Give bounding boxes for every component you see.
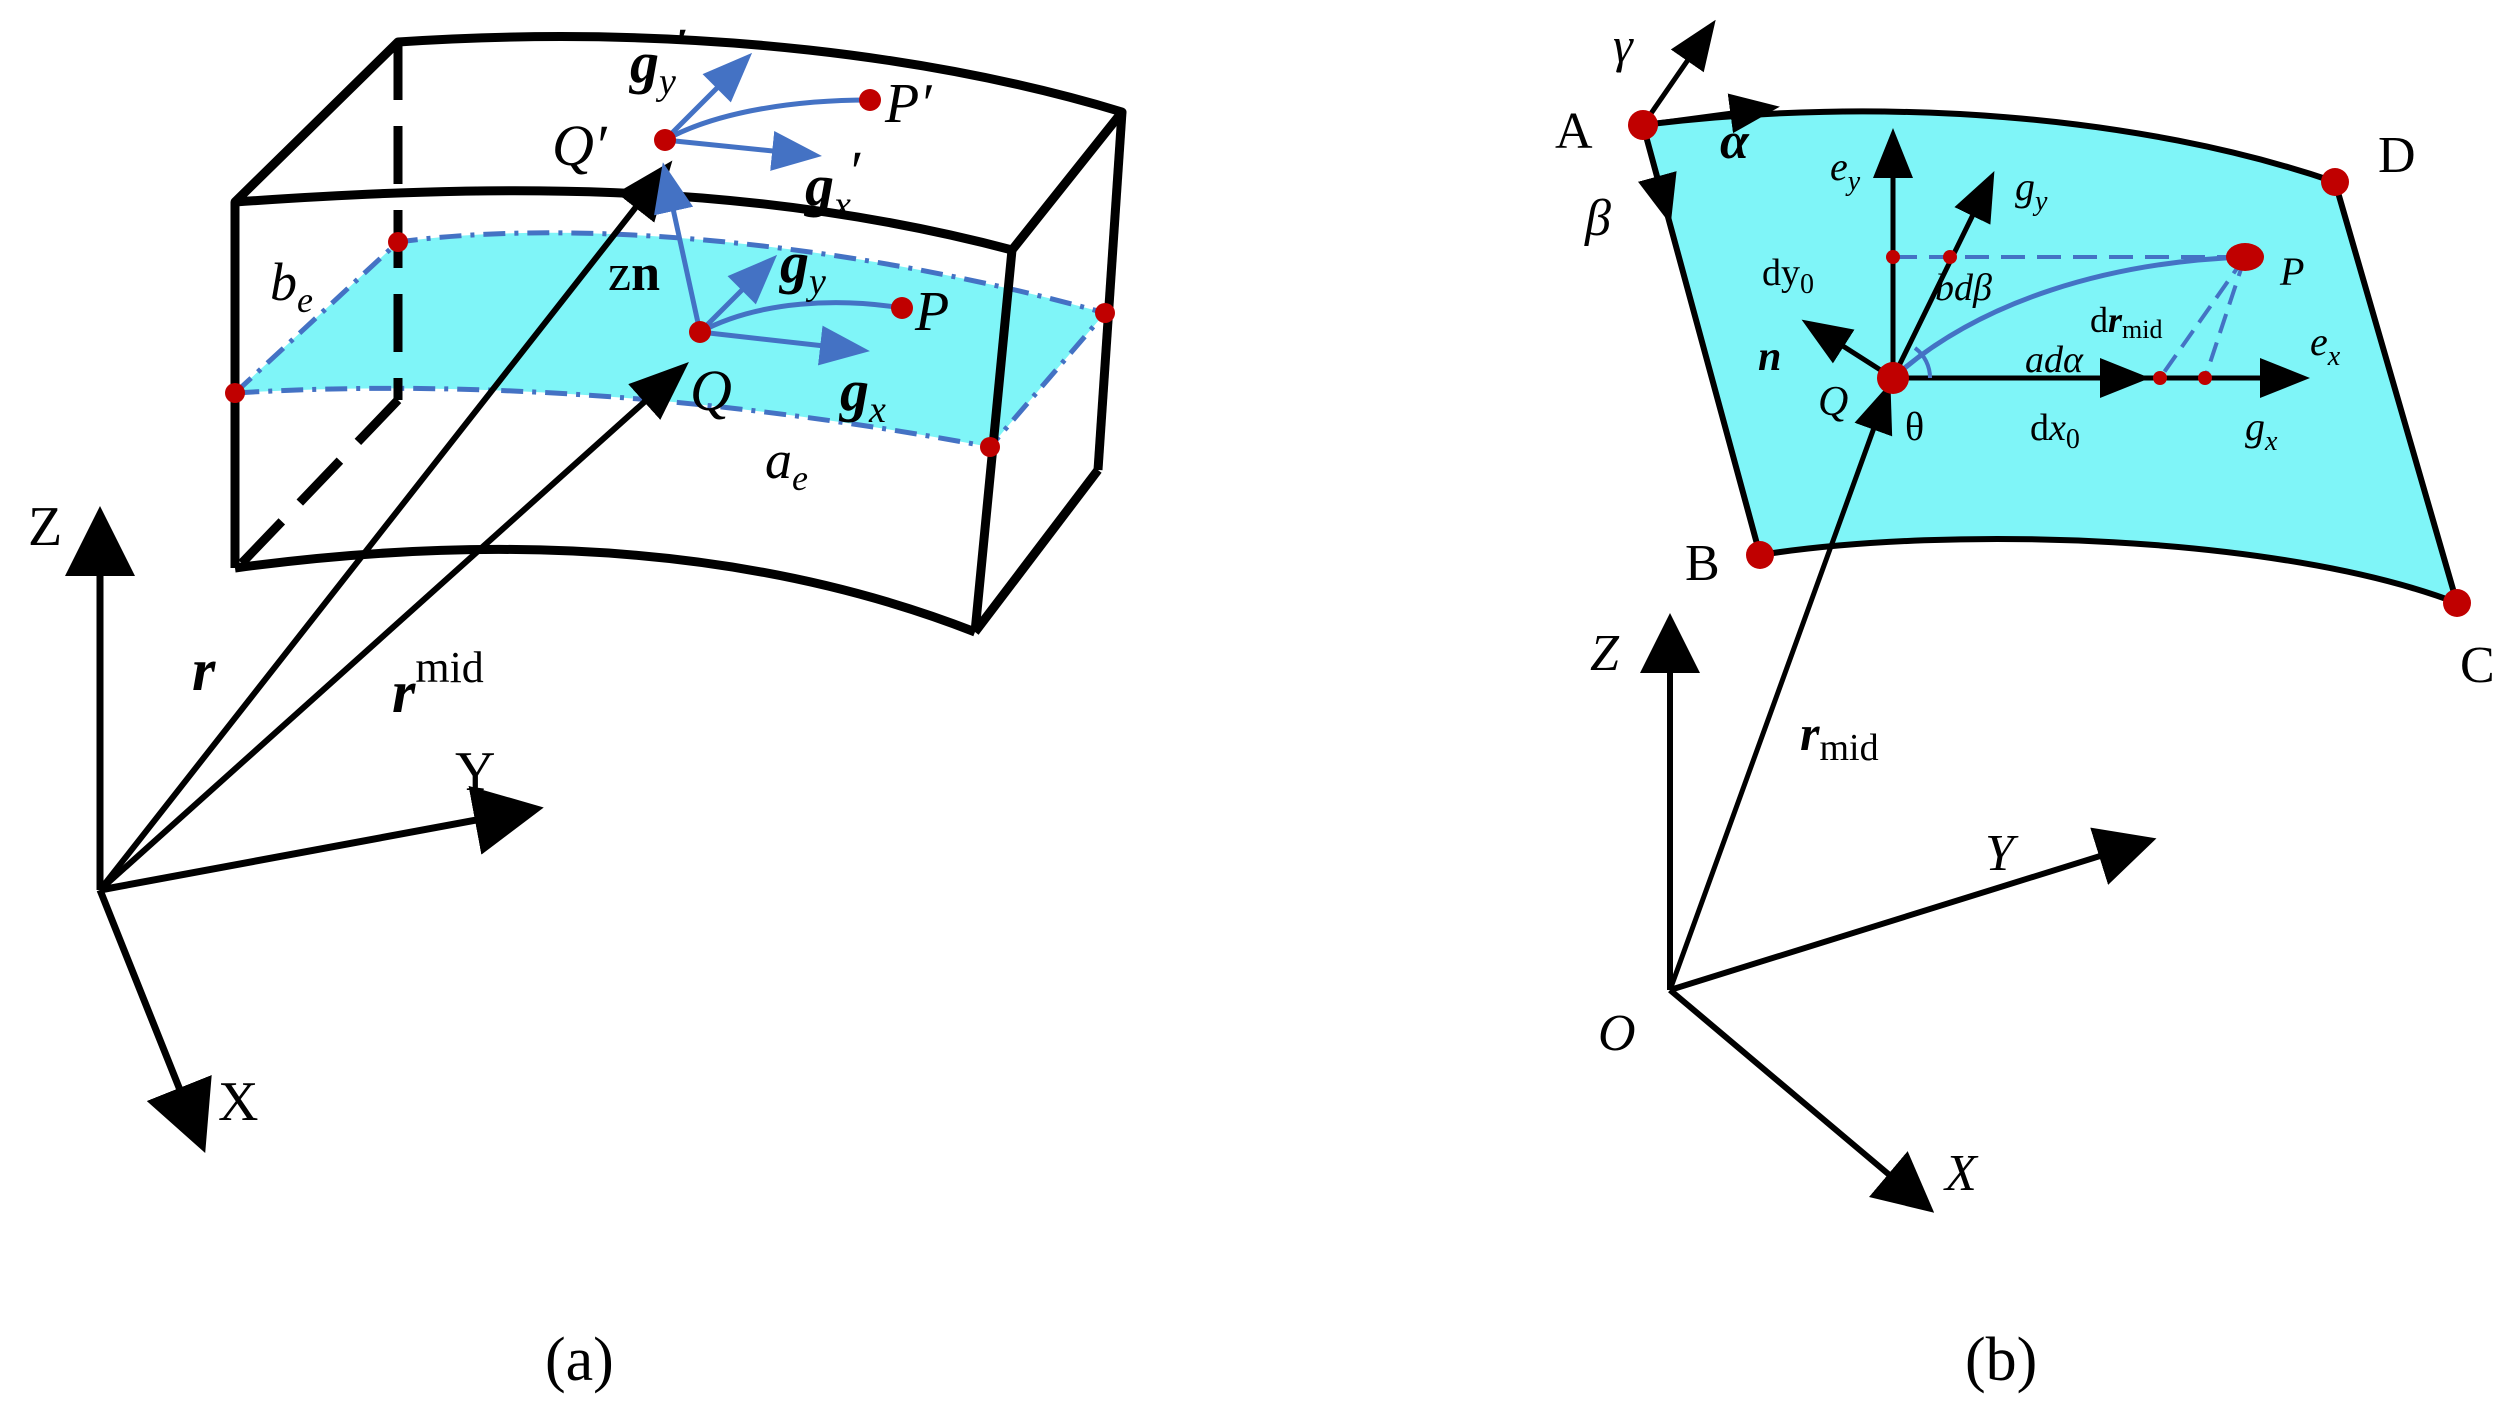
label-x-b: X [1943,1145,1979,1202]
x-axis [96,888,212,1153]
curve-q-p [698,300,903,335]
label-r-mid: rmid [392,643,484,725]
label-ex: ex [2310,319,2341,372]
label-dy0: dy0 [1762,252,1814,300]
label-r: r [192,637,216,703]
label-gx: gx [838,358,886,431]
gx-vector-a [699,325,870,366]
label-ey: ey [1830,144,1861,197]
box-hidden-bottom-edge [236,396,402,569]
label-a: A [1555,103,1593,160]
corner-point-front-right [980,437,1000,457]
label-q-prime: Q′ [552,113,608,178]
r-mid-vector [97,361,689,893]
label-y: Y [455,741,495,803]
tick-ex [2198,371,2212,385]
point-d [2321,168,2349,196]
dashed-p-gx [2158,255,2247,380]
point-c [2443,589,2471,617]
point-p [891,297,913,319]
box-edges [230,32,1127,255]
label-be: be [270,252,313,320]
gy-axis-b [1890,171,1995,380]
label-gx-b: gx [2245,404,2278,457]
tick-gx [2153,371,2167,385]
point-q [689,321,711,343]
tick-bdbeta [1943,250,1957,264]
caption-b: (b) [1965,1326,2037,1394]
label-z-b: Z [1590,625,1620,682]
dashed-p-ex [2203,256,2247,379]
gy-vector-a [698,254,778,334]
label-q-b: Q [1818,379,1848,425]
point-q-prime [654,129,676,151]
label-p-prime: P′ [884,73,932,135]
label-dx0: dx0 [2030,407,2080,455]
corner-point-back-left [388,232,408,252]
label-y-b: Y [1985,825,2019,882]
label-drmid: drmid [2090,300,2162,344]
label-gy: gy [778,230,826,303]
label-p: P [914,281,949,343]
label-o: O [1598,1005,1636,1062]
label-gx-prime: gx′ [803,139,864,226]
mid-surface [228,230,1110,450]
point-b [1746,541,1774,569]
curve-q-p-prime [663,97,871,143]
label-r-mid-b: rmid [1800,705,1879,769]
point-a [1628,110,1658,140]
r-vector [97,160,673,892]
point-p-b [2226,243,2264,271]
label-q: Q [690,358,732,423]
curve-q-p-b [1891,254,2246,380]
gamma-arrow [1640,19,1716,127]
label-beta: β [1584,190,1611,247]
zn-vector [654,162,703,333]
label-z: Z [28,496,62,558]
label-gy-b: gy [2015,164,2048,217]
box-bottom-front-edge [234,544,977,637]
x-axis-b [1668,987,1935,1213]
tick-dy0 [1886,250,1900,264]
alpha-arrow [1642,93,1780,134]
y-axis-b [1669,827,2157,993]
label-alpha: α [1720,113,1750,170]
gx-prime-vector [664,131,822,171]
label-gy-prime: gy′ [628,16,689,103]
label-n-b: n [1758,334,1781,380]
box-right-back-edge [1093,111,1127,471]
label-c: C [2460,637,2495,694]
label-gamma: γ [1613,17,1634,73]
label-bdbeta: bdβ [1935,267,1992,309]
r-mid-vector-b [1667,382,1893,991]
caption-a: (a) [545,1326,614,1394]
theta-arc [1913,346,1933,379]
panel-a: Z Y X r rmid be ae zn Q P Q′ P′ gx gy gx… [28,16,1127,1394]
gy-prime-vector [663,52,753,142]
label-d: D [2378,127,2416,184]
point-q-b [1877,362,1909,394]
label-x: X [218,1071,258,1133]
corner-point-back-right [1095,303,1115,323]
label-theta: θ [1905,404,1924,449]
label-zn: zn [608,245,660,302]
point-p-prime [859,89,881,111]
n-vector-b [1801,319,1895,381]
label-adalpha: adα [2025,339,2084,381]
box-bottom-right-edge [971,467,1102,635]
y-axis [99,785,544,894]
label-p-b: P [2279,249,2304,294]
label-ae: ae [765,430,808,498]
corner-point-left [225,383,245,403]
label-b: B [1685,535,1720,592]
panel-b: A B C D γ α β ey gy ex gx dy0 bdβ adα dr… [1555,17,2495,1394]
beta-arrow [1638,124,1677,225]
